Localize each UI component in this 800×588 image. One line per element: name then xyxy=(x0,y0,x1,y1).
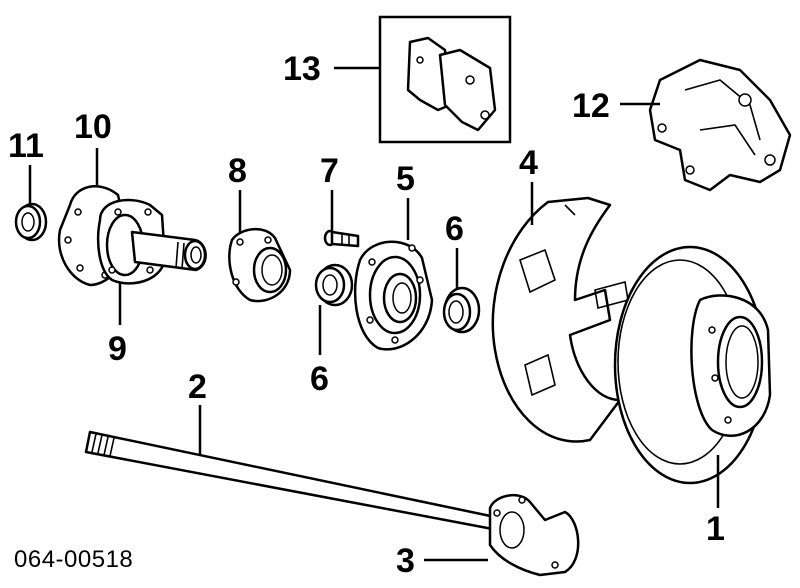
callout-11: 11 xyxy=(8,127,44,165)
callout-8: 8 xyxy=(228,152,247,190)
callout-1: 1 xyxy=(706,510,725,548)
callout-9: 9 xyxy=(108,330,127,368)
part-2-axle-shaft xyxy=(84,430,502,532)
part-1-brake-disc xyxy=(613,245,772,485)
part-3-shaft-flange xyxy=(488,493,580,577)
callout-13: 13 xyxy=(283,50,321,88)
diagram-part-code: 064-00518 xyxy=(14,546,134,573)
callout-5: 5 xyxy=(396,160,415,198)
callout-7: 7 xyxy=(320,152,339,190)
callout-6-right: 6 xyxy=(445,210,464,248)
part-5-hub xyxy=(353,240,434,351)
callout-12: 12 xyxy=(572,87,610,125)
part-7-wheel-stud xyxy=(323,229,360,248)
part-13-brake-pads xyxy=(378,15,512,144)
part-11-seal xyxy=(14,202,48,242)
part-8-hub-flange xyxy=(228,228,292,303)
leader-lines xyxy=(28,66,720,562)
part-12-caliper xyxy=(648,58,792,192)
callout-3: 3 xyxy=(396,542,415,580)
callout-labels: 1 2 3 4 5 6 6 7 8 9 10 11 12 13 xyxy=(8,50,725,580)
part-9-stub-axle xyxy=(96,198,207,285)
callout-4: 4 xyxy=(519,144,538,182)
part-4-dust-shield xyxy=(491,196,629,443)
part-6-bearing-right xyxy=(442,286,481,334)
callout-2: 2 xyxy=(188,368,207,406)
part-6-bearing-left xyxy=(314,263,354,307)
callout-10: 10 xyxy=(74,108,112,146)
callout-6-left: 6 xyxy=(310,360,329,398)
